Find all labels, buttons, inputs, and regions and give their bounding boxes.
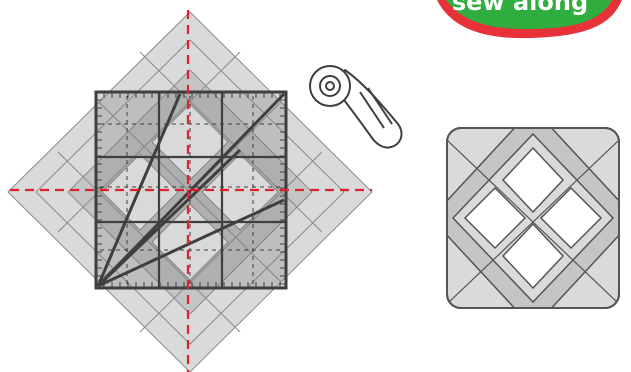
trimmed-block (446, 127, 620, 309)
block-seam-outline (35, 39, 345, 345)
trimmed-center-square-top (501, 146, 565, 214)
ruler-grid (96, 92, 286, 288)
badge-label: sew along (452, 0, 588, 16)
badge-green-fill (446, 0, 612, 30)
trimmed-center-square-left (463, 186, 527, 250)
sew-along-badge: sew along (437, 0, 622, 39)
trimmed-center-square-bottom (501, 222, 565, 290)
trimmed-center-square-right (539, 186, 603, 250)
center-guide-lines (10, 10, 372, 372)
rotary-cutter-icon (309, 65, 403, 149)
